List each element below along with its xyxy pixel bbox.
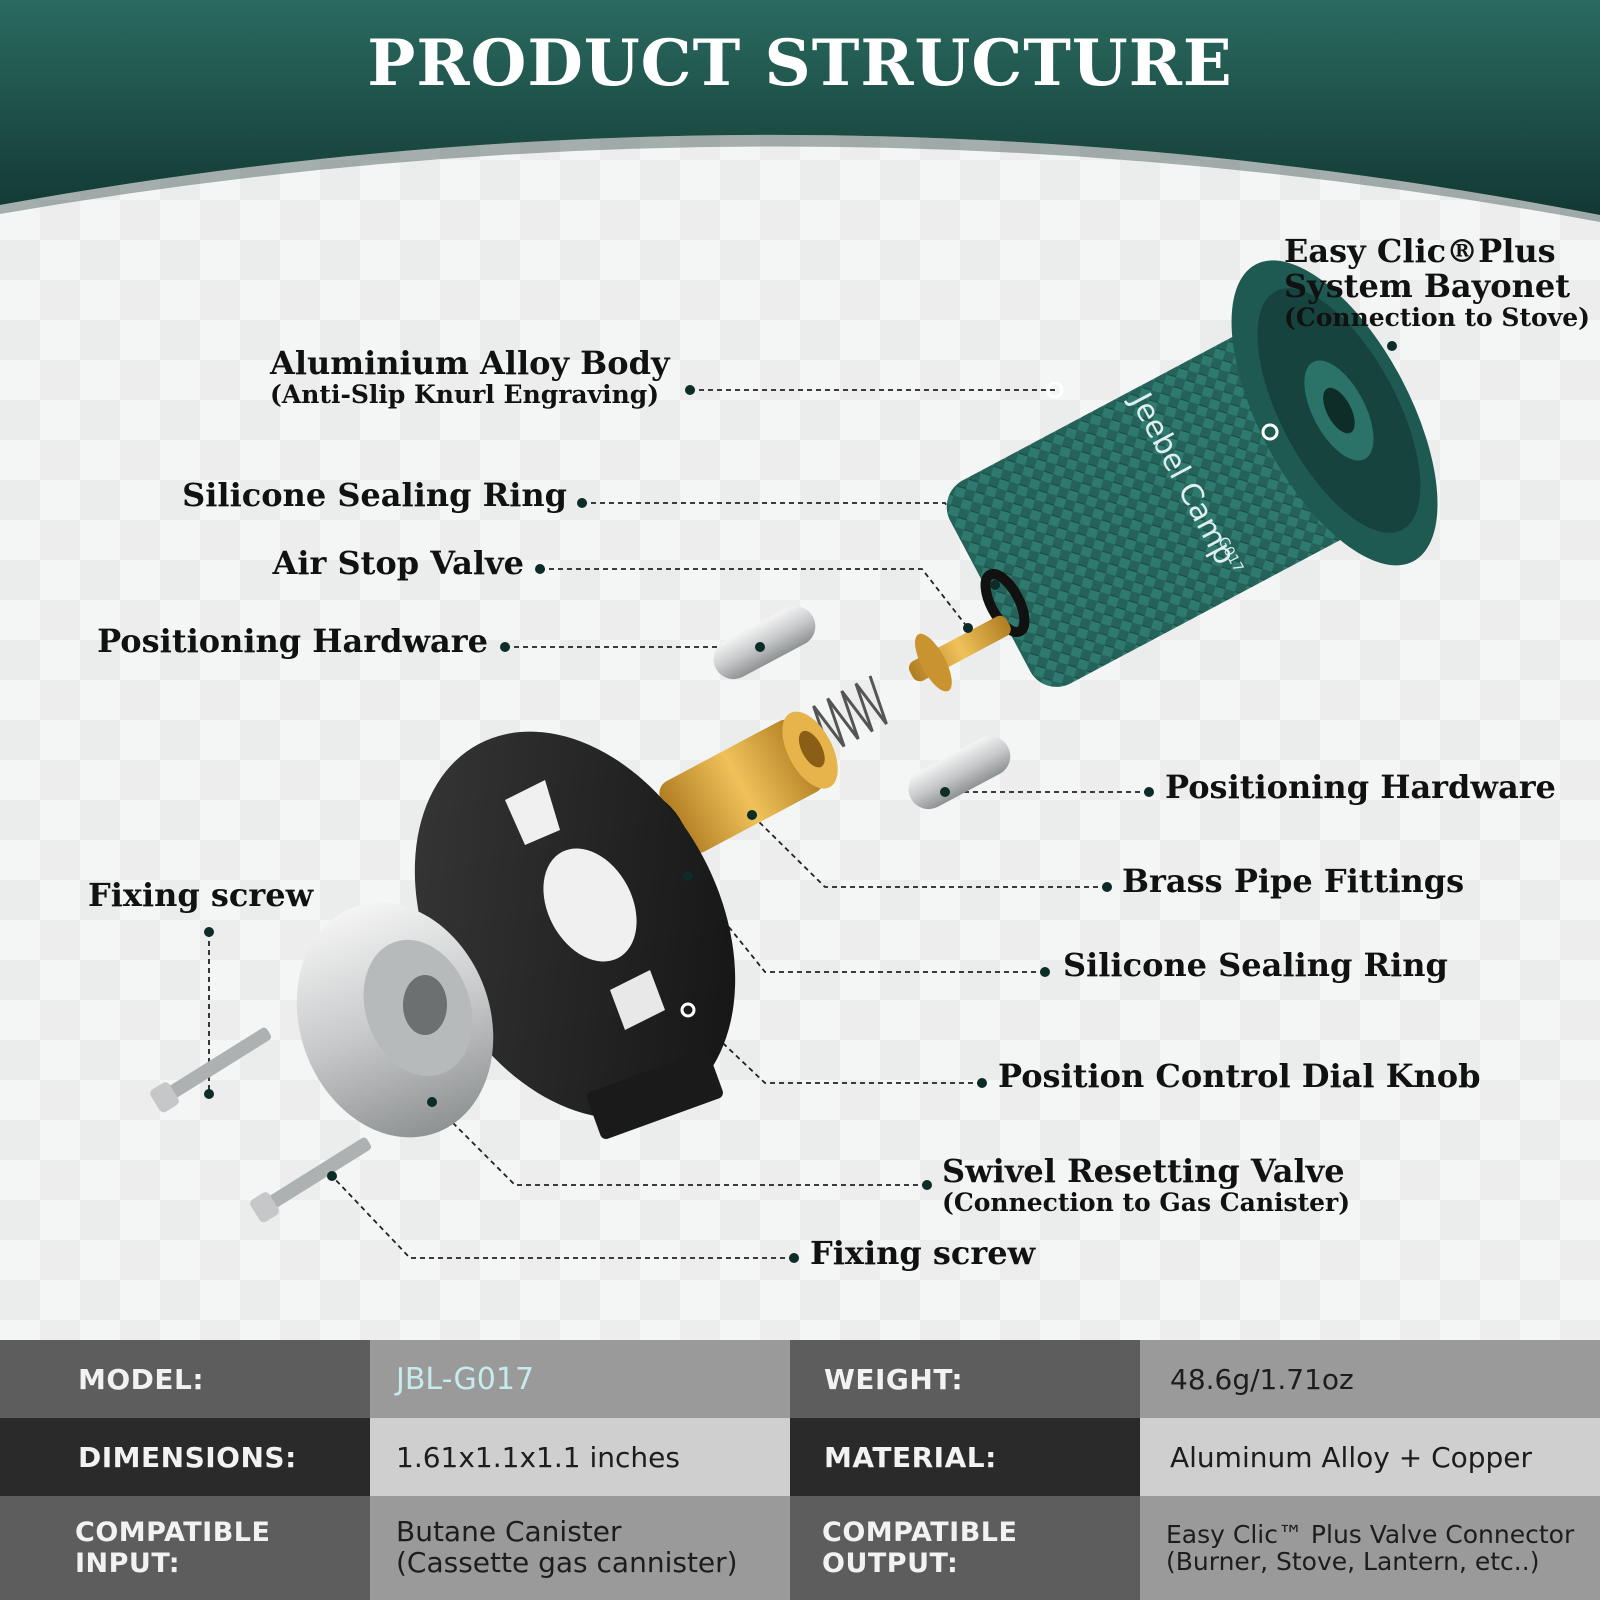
label-body: Aluminium Alloy Body (Anti-Slip Knurl En…	[270, 344, 670, 410]
label-bayonet-sub: (Connection to Stove)	[1284, 303, 1590, 333]
leader-dots	[204, 341, 1397, 1263]
swivel-resetting-valve	[296, 902, 494, 1138]
label-swivel: Swivel Resetting Valve (Connection to Ga…	[942, 1152, 1351, 1218]
position-control-dial	[414, 731, 736, 1140]
spec-label-input: COMPATIBLE INPUT:	[0, 1496, 370, 1600]
label-bayonet-line2: System Bayonet	[1284, 267, 1570, 306]
spec-row-compatible: COMPATIBLE INPUT: Butane Canister (Casse…	[0, 1496, 1600, 1600]
label-swivel-sub: (Connection to Gas Canister)	[942, 1188, 1351, 1218]
header-banner	[0, 0, 1600, 215]
fixing-screw-bottom	[250, 1137, 372, 1223]
positioning-pin-left	[713, 606, 816, 680]
spec-value-output-line2: (Burner, Stove, Lantern, etc..)	[1166, 1547, 1540, 1576]
spec-table: MODEL: JBL-G017 WEIGHT: 48.6g/1.71oz DIM…	[0, 1340, 1600, 1600]
label-dial: Position Control Dial Knob	[998, 1057, 1481, 1095]
spec-row-model: MODEL: JBL-G017 WEIGHT: 48.6g/1.71oz	[0, 1340, 1600, 1418]
spec-label-material: MATERIAL:	[790, 1418, 1140, 1496]
label-bayonet-line1: Easy Clic®Plus	[1284, 232, 1556, 270]
spec-row-dimensions: DIMENSIONS: 1.61x1.1x1.1 inches MATERIAL…	[0, 1418, 1600, 1496]
label-positioning-left: Positioning Hardware	[97, 622, 488, 660]
spec-label-weight: WEIGHT:	[790, 1340, 1140, 1418]
spec-value-material: Aluminum Alloy + Copper	[1140, 1418, 1600, 1496]
spec-value-weight: 48.6g/1.71oz	[1140, 1340, 1600, 1418]
label-screw-bottom: Fixing screw	[810, 1234, 1036, 1272]
spec-label-model: MODEL:	[0, 1340, 370, 1418]
brass-pipe-fitting	[659, 711, 838, 854]
label-body-main: Aluminium Alloy Body	[270, 344, 670, 382]
label-screw-left: Fixing screw	[88, 876, 314, 914]
spec-value-output: Easy Clic™ Plus Valve Connector (Burner,…	[1140, 1496, 1600, 1600]
spec-value-dimensions: 1.61x1.1x1.1 inches	[370, 1418, 790, 1496]
label-bayonet: Easy Clic®Plus System Bayonet (Connectio…	[1284, 232, 1590, 333]
spec-label-output: COMPATIBLE OUTPUT:	[790, 1496, 1140, 1600]
label-seal-bottom: Silicone Sealing Ring	[1063, 946, 1448, 984]
label-body-sub: (Anti-Slip Knurl Engraving)	[270, 380, 660, 410]
spec-value-model: JBL-G017	[370, 1340, 790, 1418]
silicone-ring-top	[980, 568, 1030, 638]
label-air-valve: Air Stop Valve	[272, 544, 524, 582]
spec-value-input: Butane Canister (Cassette gas cannister)	[370, 1496, 790, 1600]
label-swivel-main: Swivel Resetting Valve	[942, 1152, 1345, 1190]
spec-value-output-line1: Easy Clic™ Plus Valve Connector	[1166, 1519, 1575, 1549]
checker-background	[0, 0, 1600, 1340]
spec-value-input-line2: (Cassette gas cannister)	[396, 1546, 738, 1579]
label-seal-top: Silicone Sealing Ring	[182, 476, 567, 514]
air-stop-valve	[908, 615, 1011, 692]
label-positioning-right: Positioning Hardware	[1165, 768, 1556, 806]
fixing-screw-left	[150, 1027, 272, 1113]
header-edge-shadow	[0, 134, 1600, 222]
positioning-pin-right	[908, 736, 1011, 810]
spec-label-dimensions: DIMENSIONS:	[0, 1418, 370, 1496]
aluminium-alloy-body: Jeebel Camp G017	[946, 260, 1438, 687]
page-title: PRODUCT STRUCTURE	[367, 26, 1233, 101]
spec-value-input-line1: Butane Canister	[396, 1515, 622, 1549]
label-brass: Brass Pipe Fittings	[1122, 862, 1465, 900]
exploded-view-drawing: Jeebel Camp G017	[0, 0, 1600, 1340]
